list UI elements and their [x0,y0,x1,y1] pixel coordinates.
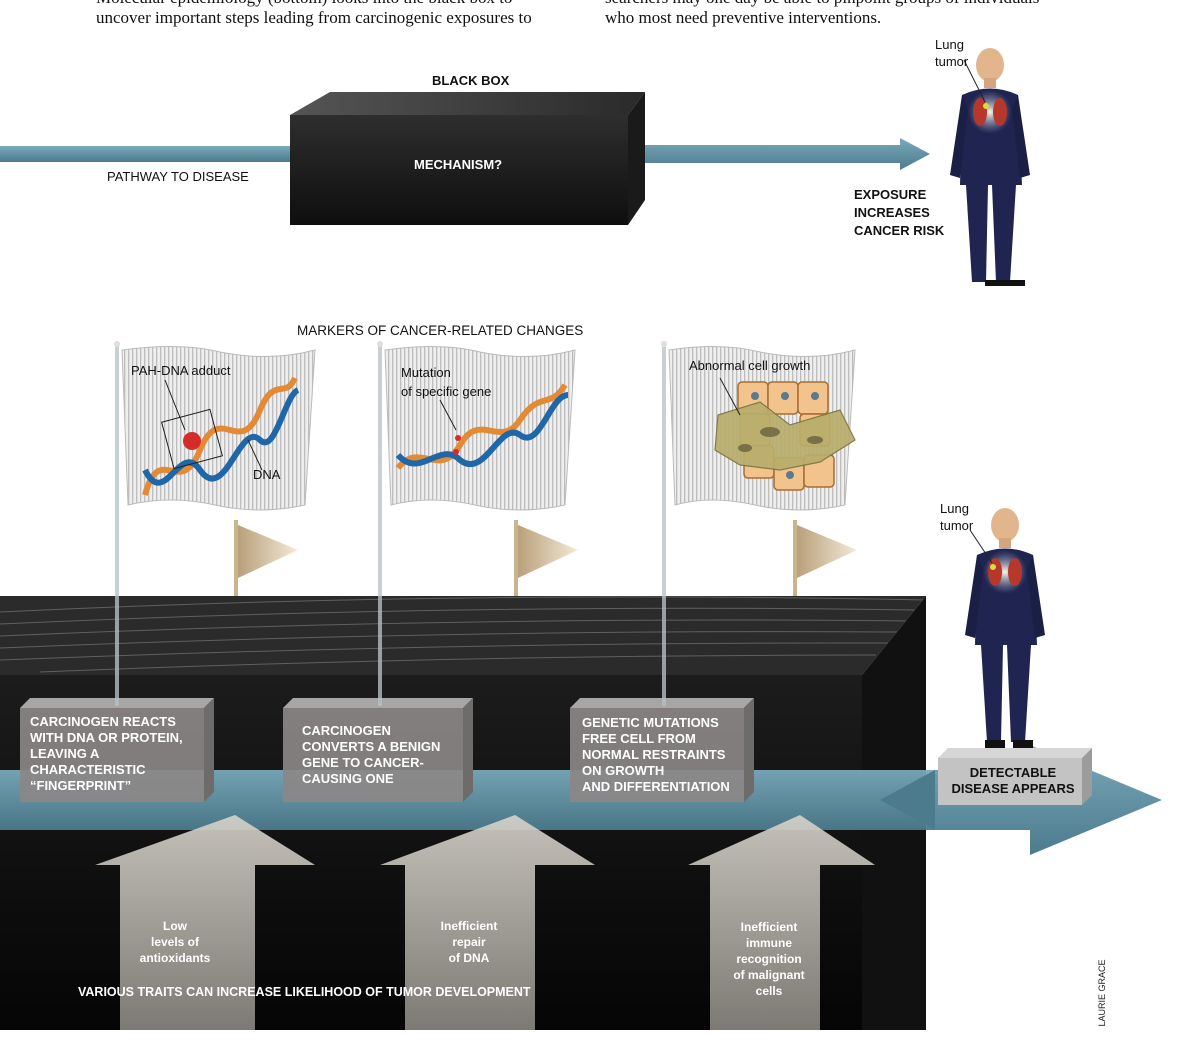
step3-line: AND DIFFERENTIATION [582,779,730,794]
flag1-label: PAH-DNA adduct [131,363,231,378]
man-bottom [965,508,1045,748]
step1-line: “FINGERPRINT” [30,778,132,793]
step2-line: GENE TO CANCER- [302,755,424,770]
trait3-line: of malignant [733,968,805,982]
trait2-line: Inefficient [440,919,498,933]
step1-line: CARCINOGEN REACTS [30,714,176,729]
flag3-label: Abnormal cell growth [689,358,811,373]
outcome-line: DISEASE APPEARS [951,781,1075,796]
intro-left-line2: uncover important steps leading from car… [96,8,532,27]
flag1-dna-label: DNA [253,467,281,482]
step3-line: ON GROWTH [582,763,665,778]
intro-right-line2: who most need preventive interventions. [605,8,882,27]
outcome-line: DETECTABLE [969,765,1057,780]
credit: LAURIE GRACE [1097,959,1107,1027]
trait3-line: immune [745,936,792,950]
tumor-label-line: tumor [940,518,974,533]
tumor-label-line: Lung [940,501,969,516]
trait1-line: antioxidants [139,951,211,965]
step2-line: CARCINOGEN [302,723,391,738]
mechanism-label: MECHANISM? [414,157,503,172]
step3-line: NORMAL RESTRAINTS [582,747,726,762]
step1-text: CARCINOGEN REACTS WITH DNA OR PROTEIN, L… [30,714,183,794]
tumor-label-top: Lung tumor [935,36,968,70]
step1-line: CHARACTERISTIC [30,762,146,777]
intro-right-line1: searchers may one day be able to pinpoin… [605,0,1039,8]
exposure-label: EXPOSURE INCREASES CANCER RISK [854,186,944,240]
tumor-label-line: tumor [935,54,969,69]
trait1-line: Low [163,919,187,933]
flag2-line: of specific gene [401,384,492,399]
tumor-label-bottom: Lung tumor [940,500,973,534]
step3-line: FREE CELL FROM [582,731,696,746]
step1-line: LEAVING A [30,746,100,761]
trait1-line: levels of [150,935,200,949]
traits-caption: VARIOUS TRAITS CAN INCREASE LIKELIHOOD O… [78,985,531,999]
exposure-line: INCREASES [854,205,930,220]
step2-line: CAUSING ONE [302,771,394,786]
trait2-text: Inefficient repair of DNA [414,918,524,966]
step3-text: GENETIC MUTATIONS FREE CELL FROM NORMAL … [582,715,730,795]
trait3-line: cells [755,984,783,998]
black-box-title: BLACK BOX [432,73,510,88]
tumor-label-line: Lung [935,37,964,52]
step2-text: CARCINOGEN CONVERTS A BENIGN GENE TO CAN… [302,723,440,787]
trait2-line: of DNA [448,951,490,965]
trait3-text: Inefficient immune recognition of malign… [714,919,824,999]
abnormal-cells [714,377,856,491]
pathway-label: PATHWAY TO DISEASE [107,169,249,184]
flag2-line: Mutation [401,365,451,380]
trait3-line: recognition [736,952,802,966]
intro-left-line1: Molecular epidemiology (bottom) looks in… [96,0,512,8]
outcome-text: DETECTABLE DISEASE APPEARS [938,765,1088,797]
trait1-text: Low levels of antioxidants [120,918,230,966]
step1-line: WITH DNA OR PROTEIN, [30,730,183,745]
exposure-line: EXPOSURE [854,187,927,202]
flag2-label: Mutation of specific gene [401,363,491,401]
trait2-line: repair [452,935,486,949]
exposure-line: CANCER RISK [854,223,945,238]
step2-line: CONVERTS A BENIGN [302,739,441,754]
man-top [950,48,1030,286]
step3-line: GENETIC MUTATIONS [582,715,719,730]
markers-title: MARKERS OF CANCER-RELATED CHANGES [297,323,584,338]
trait3-line: Inefficient [740,920,798,934]
